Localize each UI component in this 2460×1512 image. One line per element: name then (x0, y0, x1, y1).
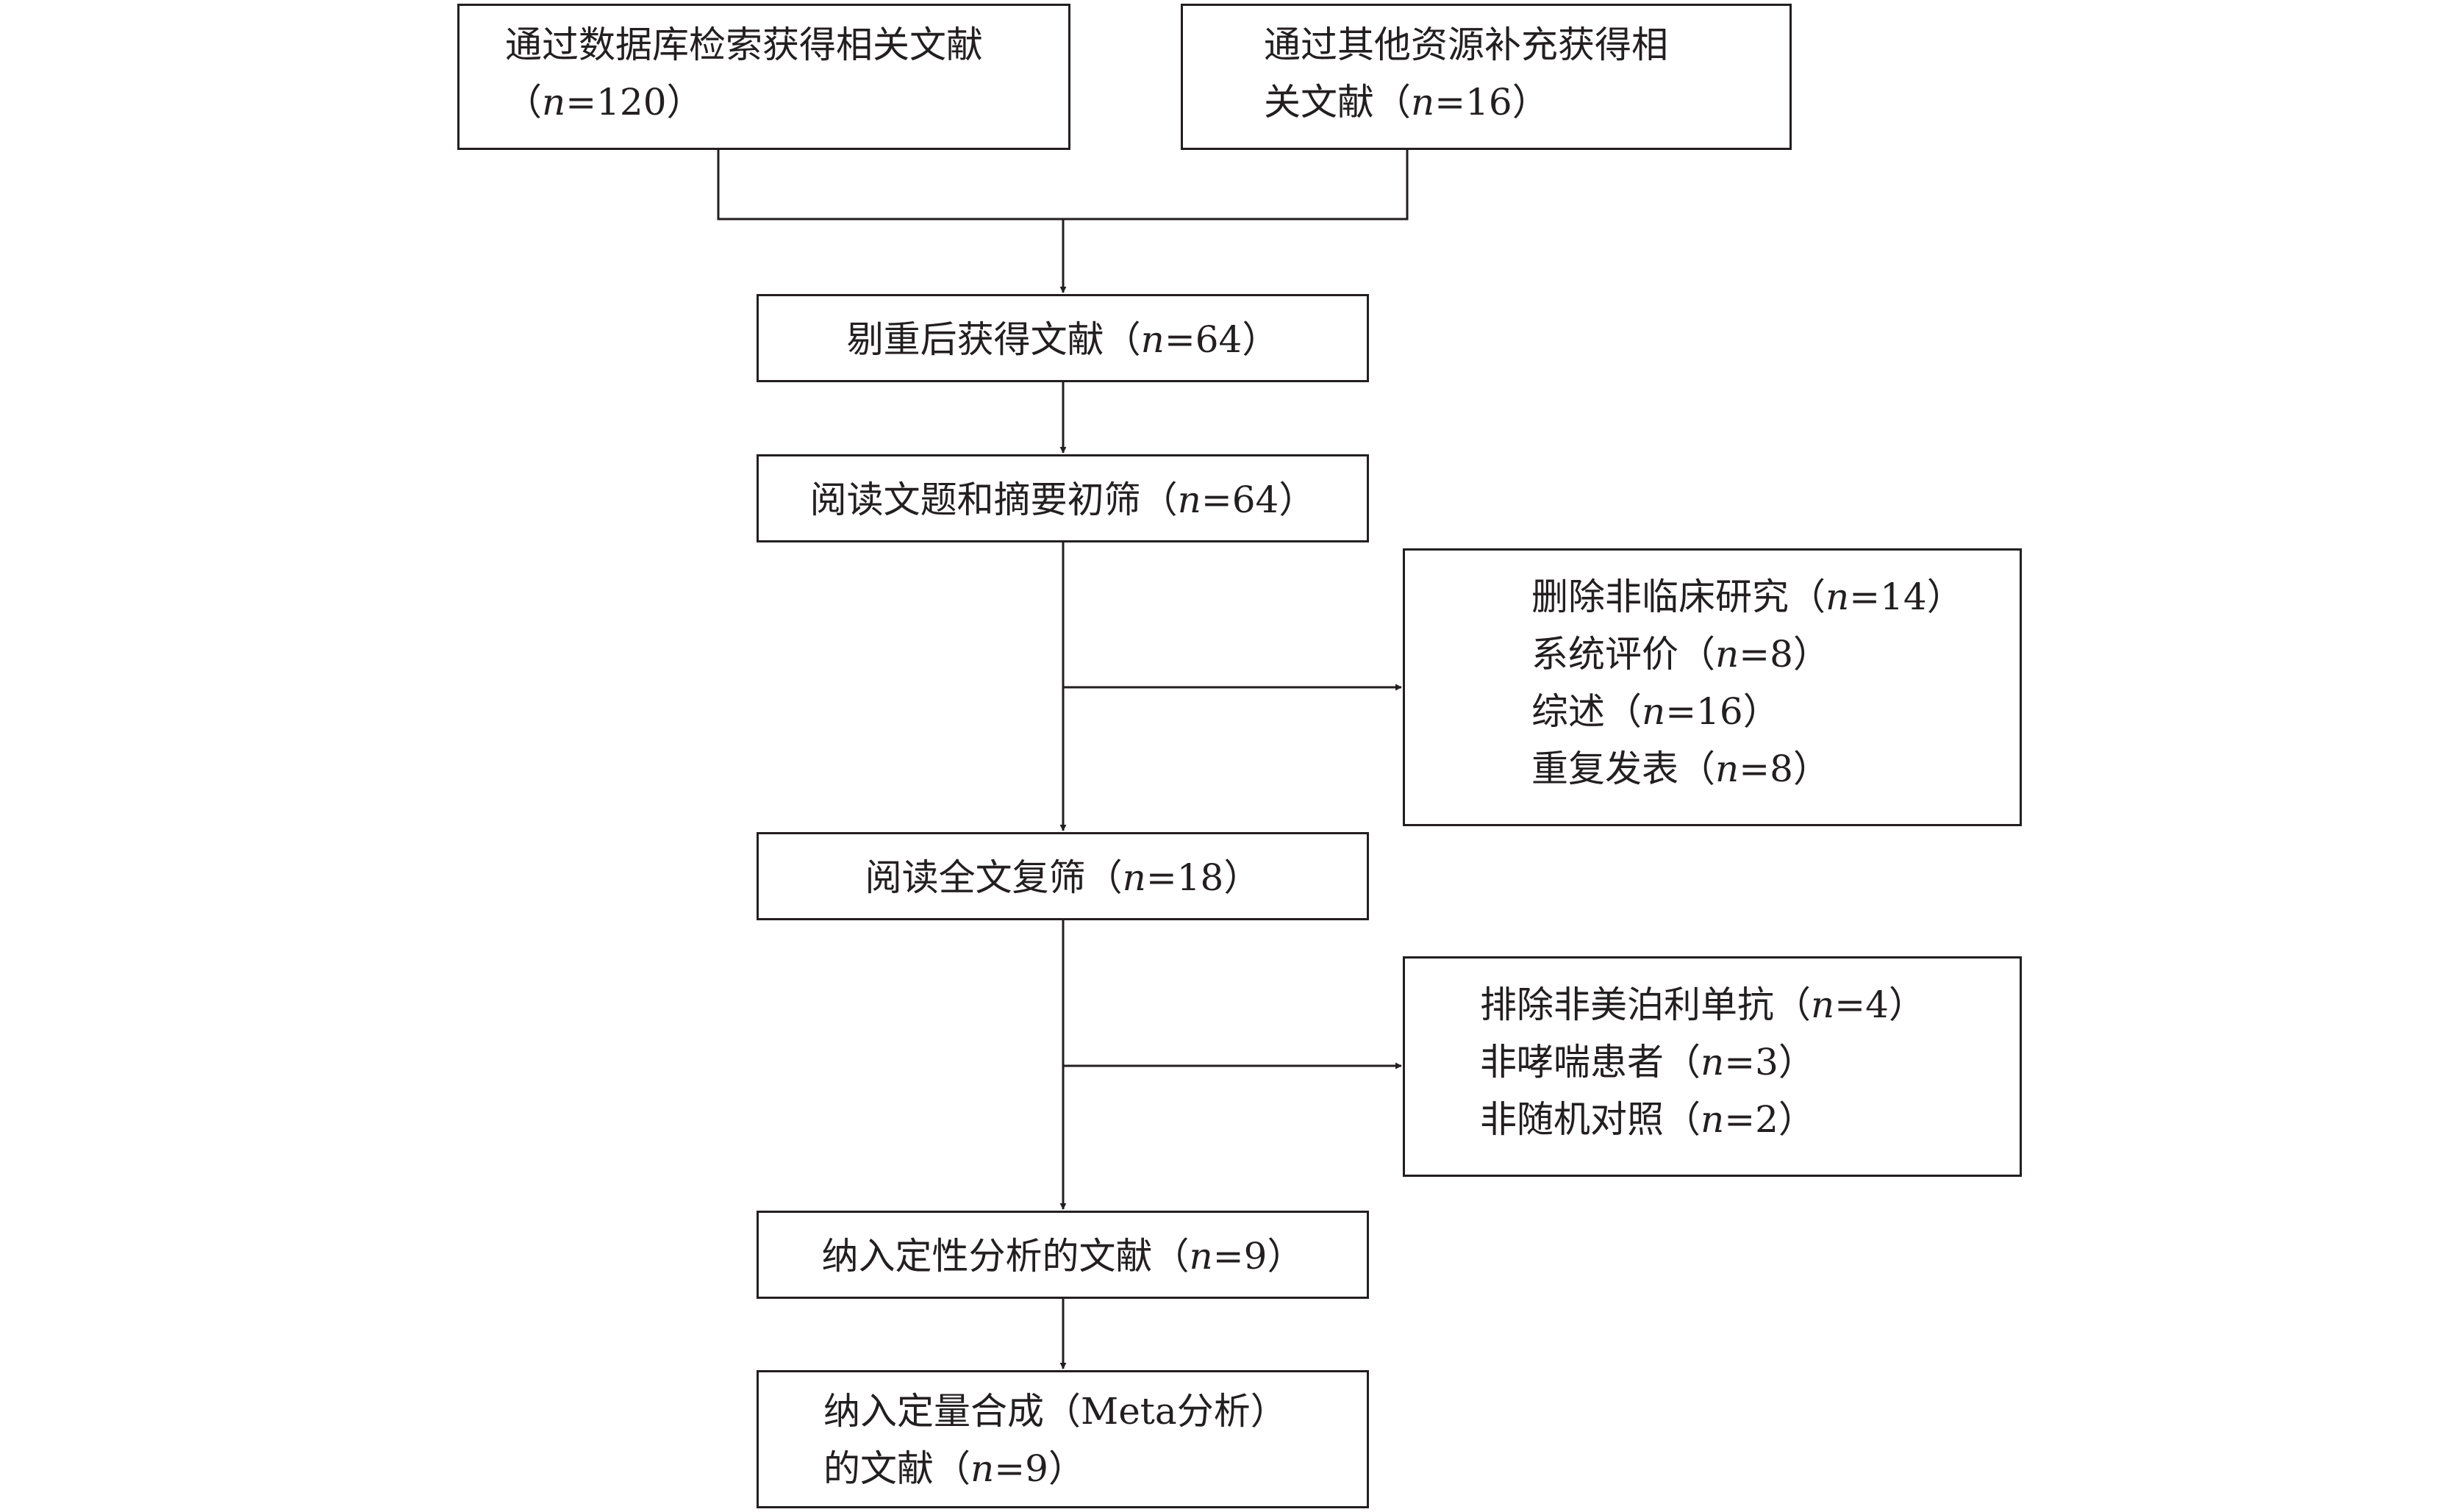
merge-connector (717, 148, 1409, 221)
database-search-line-1: 通过数据库检索获得相关文献 (505, 24, 983, 66)
excluded-non-rct: 非随机对照（n=2） (1480, 1098, 1815, 1141)
quantitative-line-2: 的文献（n=9） (823, 1447, 1085, 1490)
database-search-line-2: （n=120） (505, 81, 704, 123)
excluded-duplicate: 重复发表（n=8） (1531, 748, 1830, 790)
full-text-screen-box: 阅读全文复筛（n=18） (757, 832, 1369, 920)
excluded-first-box: 删除非临床研究（n=14） 系统评价（n=8） 综述（n=16） 重复发表（n=… (1403, 548, 2022, 826)
excluded-second-box: 排除非美泊利单抗（n=4） 非哮喘患者（n=3） 非随机对照（n=2） (1403, 956, 2022, 1177)
after-dedup-label: 剔重后获得文献（n=64） (846, 318, 1279, 361)
database-search-box: 通过数据库检索获得相关文献 （n=120） (457, 4, 1070, 150)
excluded-non-asthma: 非哮喘患者（n=3） (1480, 1041, 1815, 1083)
qualitative-label: 纳入定性分析的文献（n=9） (821, 1235, 1304, 1278)
other-sources-line-2: 关文献（n=16） (1264, 81, 1549, 123)
title-abstract-screen-box: 阅读文题和摘要初筛（n=64） (757, 454, 1369, 542)
quantitative-box: 纳入定量合成（Meta分析） 的文献（n=9） (757, 1370, 1369, 1508)
qualitative-box: 纳入定性分析的文献（n=9） (757, 1211, 1369, 1299)
other-sources-line-1: 通过其他资源补充获得相 (1264, 24, 1668, 66)
excluded-non-mepolizumab: 排除非美泊利单抗（n=4） (1480, 983, 1926, 1026)
title-abstract-screen-label: 阅读文题和摘要初筛（n=64） (809, 479, 1316, 521)
excluded-non-clinical: 删除非临床研究（n=14） (1531, 576, 1964, 618)
other-sources-box: 通过其他资源补充获得相 关文献（n=16） (1181, 4, 1792, 150)
quantitative-line-1: 纳入定量合成（Meta分析） (823, 1390, 1287, 1433)
after-dedup-box: 剔重后获得文献（n=64） (757, 294, 1369, 382)
excluded-systematic-review: 系统评价（n=8） (1531, 633, 1830, 676)
excluded-review: 综述（n=16） (1531, 690, 1780, 733)
full-text-screen-label: 阅读全文复筛（n=18） (865, 856, 1261, 899)
